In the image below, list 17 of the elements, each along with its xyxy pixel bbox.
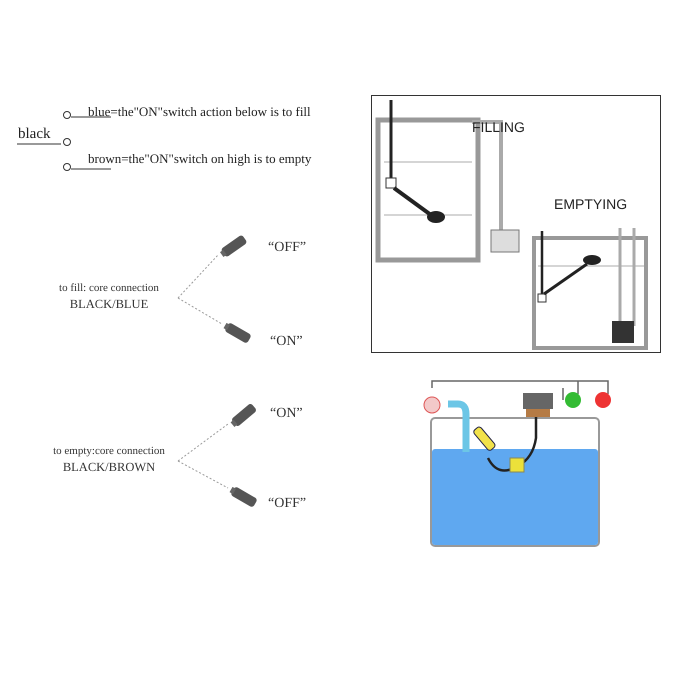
connection-note: BLACK/BLUE bbox=[68, 296, 150, 313]
panel-heading: EMPTYING bbox=[554, 196, 628, 212]
connection-note: to empty:core connection bbox=[52, 444, 166, 459]
state-label: “ON” bbox=[270, 334, 303, 350]
dotted-connector-line bbox=[178, 460, 228, 488]
wire-label: black bbox=[18, 126, 50, 143]
dotted-connector-line bbox=[178, 424, 228, 462]
connection-note: BLACK/BROWN bbox=[62, 458, 156, 476]
dotted-connector-line bbox=[178, 298, 222, 324]
state-label: “OFF” bbox=[268, 496, 306, 512]
wire-label: brown=the"ON"switch on high is to empty bbox=[88, 151, 312, 167]
panel-heading: FILLING bbox=[472, 119, 525, 135]
state-label: “OFF” bbox=[268, 240, 306, 256]
dotted-connector-line bbox=[178, 254, 218, 298]
wire-label: blue=the"ON"switch action below is to fill bbox=[88, 104, 311, 120]
connection-note: to fill: core connection bbox=[58, 281, 160, 296]
state-label: “ON” bbox=[270, 406, 303, 422]
